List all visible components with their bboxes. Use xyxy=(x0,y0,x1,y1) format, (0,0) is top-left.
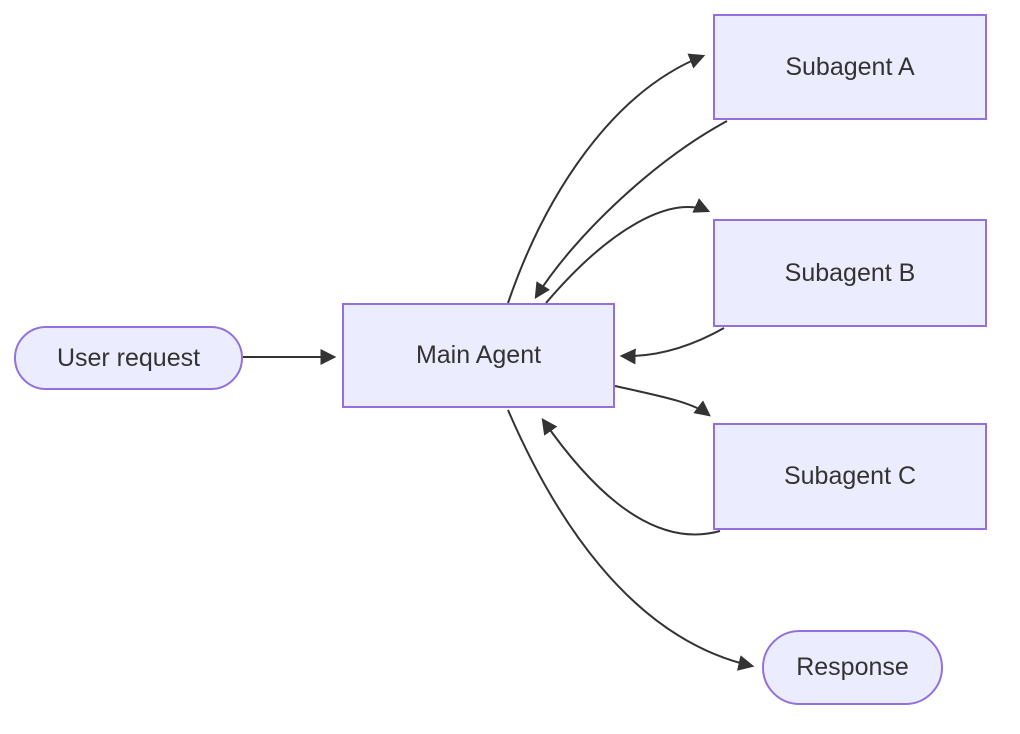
edge-subagent-a-to-main-agent xyxy=(534,120,728,300)
node-main-agent-label: Main Agent xyxy=(415,341,542,369)
node-user-request: User request xyxy=(14,326,243,390)
edge-main-agent-to-subagent-c xyxy=(614,385,711,417)
node-subagent-a: Subagent A xyxy=(713,14,987,120)
node-main-agent: Main Agent xyxy=(342,303,615,408)
node-response-label: Response xyxy=(796,653,909,681)
node-subagent-c: Subagent C xyxy=(713,423,987,530)
node-response: Response xyxy=(762,630,943,705)
edge-subagent-c-to-main-agent xyxy=(541,418,721,536)
edge-main-agent-to-response xyxy=(507,409,755,671)
node-subagent-b: Subagent B xyxy=(713,219,987,327)
edge-subagent-b-to-main-agent xyxy=(619,327,725,365)
edge-main-agent-to-subagent-b xyxy=(545,198,711,304)
node-subagent-b-label: Subagent B xyxy=(784,258,916,287)
node-subagent-c-label: Subagent C xyxy=(783,462,917,490)
edge-main-agent-to-subagent-a xyxy=(507,53,706,304)
node-user-request-label: User request xyxy=(56,343,201,372)
node-subagent-a-label: Subagent A xyxy=(785,52,915,81)
